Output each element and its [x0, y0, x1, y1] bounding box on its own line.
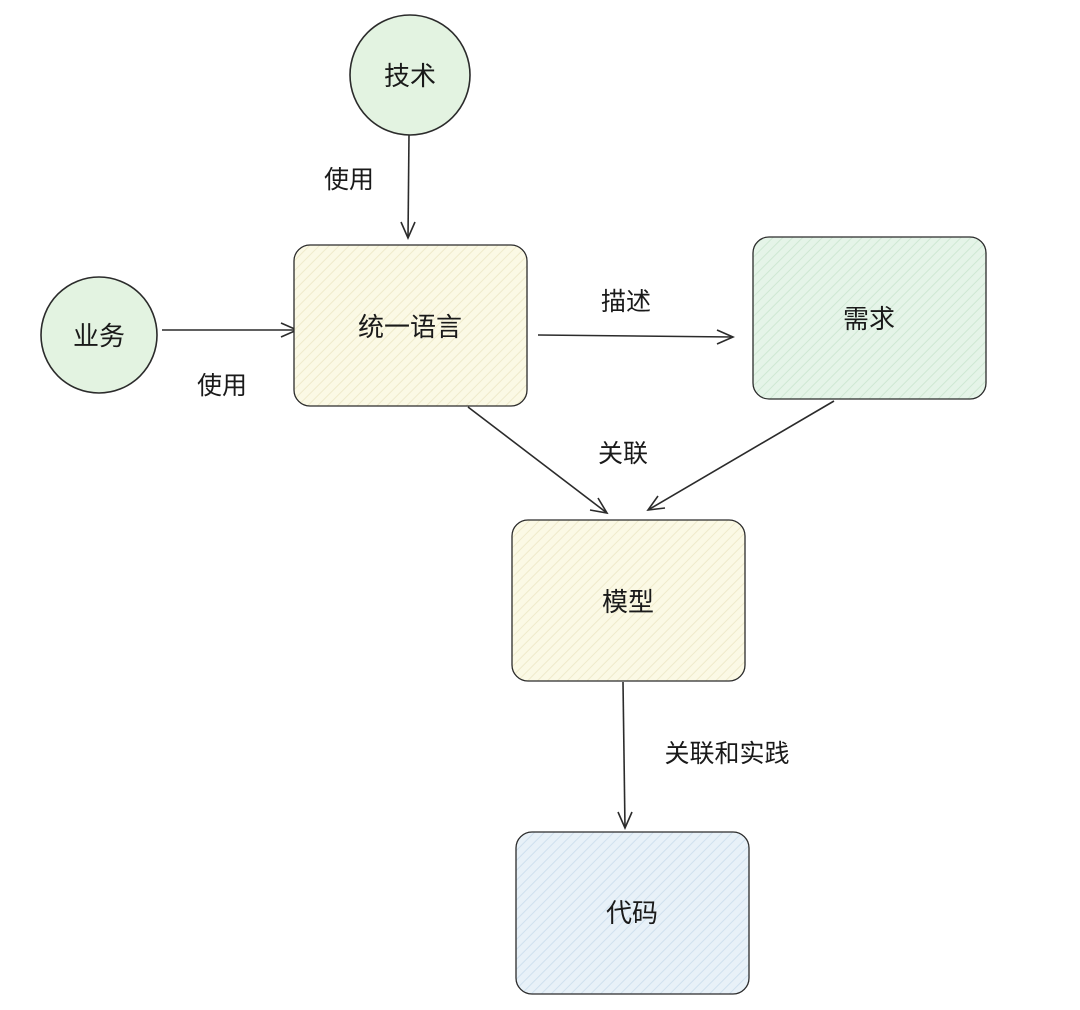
node-tech: 技术: [349, 14, 471, 136]
edge-language-to-requirement: [537, 329, 735, 345]
node-tech-label: 技术: [384, 62, 436, 92]
edge-label-tech-use: 使用: [324, 165, 374, 194]
edge-label-associate-practice: 关联和实践: [664, 739, 789, 768]
node-business-label: 业务: [73, 322, 125, 352]
node-requirement-label: 需求: [843, 305, 895, 335]
node-model-label: 模型: [602, 588, 654, 618]
node-code: 代码: [515, 831, 750, 995]
node-unified-language: 统一语言: [293, 244, 528, 407]
edge-label-describe: 描述: [601, 287, 651, 316]
edge-requirement-to-model: [646, 400, 835, 512]
edge-business-to-language: [162, 322, 299, 338]
node-code-label: 代码: [606, 899, 658, 929]
node-model: 模型: [511, 519, 746, 682]
edge-model-to-code: [617, 681, 633, 830]
node-unified-language-label: 统一语言: [358, 313, 462, 343]
edge-label-business-use: 使用: [197, 371, 247, 400]
edge-label-associate: 关联: [598, 439, 648, 468]
edge-tech-to-language: [400, 133, 416, 240]
edge-language-to-model: [467, 406, 609, 515]
node-business: 业务: [40, 276, 158, 394]
node-requirement: 需求: [752, 236, 987, 400]
